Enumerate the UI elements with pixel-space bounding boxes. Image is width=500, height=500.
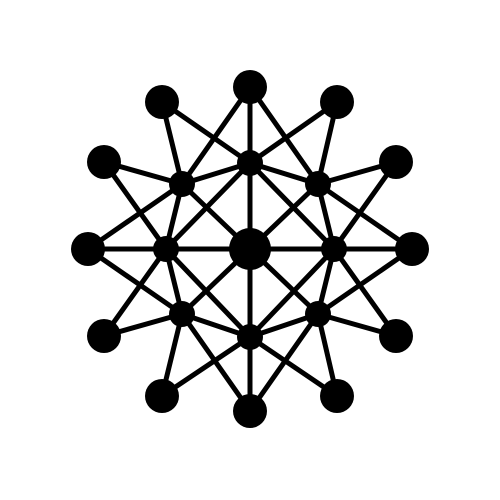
network-edge — [247, 84, 321, 187]
network-edge — [163, 246, 253, 340]
network-node — [379, 319, 413, 353]
network-edge — [331, 159, 399, 252]
network-node — [145, 379, 179, 413]
network-edge — [159, 99, 253, 166]
network-edge — [247, 160, 337, 252]
network-node — [305, 301, 331, 327]
network-edge — [179, 84, 253, 187]
network-edge — [101, 159, 169, 252]
network-node — [145, 85, 179, 119]
network-edge — [331, 246, 399, 339]
network-node — [320, 85, 354, 119]
network-node — [305, 171, 331, 197]
network-edge — [85, 246, 185, 317]
network-node — [87, 145, 121, 179]
network-edge — [247, 99, 340, 166]
network-edge — [163, 160, 253, 252]
network-node — [169, 171, 195, 197]
network-node — [71, 232, 105, 266]
network-node — [237, 324, 263, 350]
network-node — [153, 236, 179, 262]
network-node — [233, 70, 267, 104]
network-edge — [159, 334, 253, 399]
network-node — [395, 232, 429, 266]
network-edge — [85, 181, 185, 252]
network-edge — [247, 246, 337, 340]
network-node — [379, 145, 413, 179]
network-node — [87, 319, 121, 353]
network-node — [320, 379, 354, 413]
network-node — [233, 394, 267, 428]
network-edge — [101, 246, 169, 339]
network-edge — [247, 334, 340, 399]
network-edge — [315, 246, 415, 317]
network-node — [321, 236, 347, 262]
network-nodes — [71, 70, 429, 428]
network-edge — [315, 181, 415, 252]
network-node — [169, 301, 195, 327]
network-node — [229, 228, 271, 270]
network-node — [237, 150, 263, 176]
